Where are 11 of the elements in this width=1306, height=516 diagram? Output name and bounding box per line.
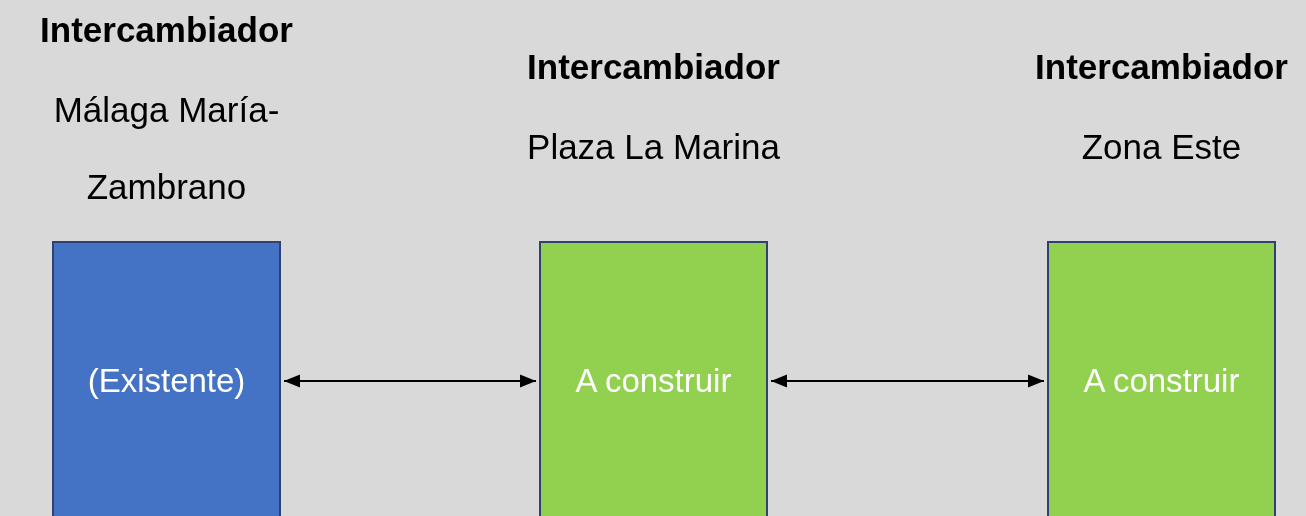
station-name: Zona Este	[1080, 126, 1243, 168]
double-arrow	[770, 374, 1045, 388]
status-text: A construir	[575, 361, 732, 402]
station-name: Plaza La Marina	[526, 126, 781, 168]
status-text: A construir	[1083, 361, 1240, 402]
double-arrow	[283, 374, 537, 388]
status-text: (Existente)	[87, 361, 246, 402]
station-heading: Intercambiador	[1035, 46, 1288, 88]
station-name: Málaga María-Zambrano	[52, 89, 281, 208]
station-heading: Intercambiador	[527, 46, 780, 88]
station-heading: Intercambiador	[40, 9, 293, 51]
